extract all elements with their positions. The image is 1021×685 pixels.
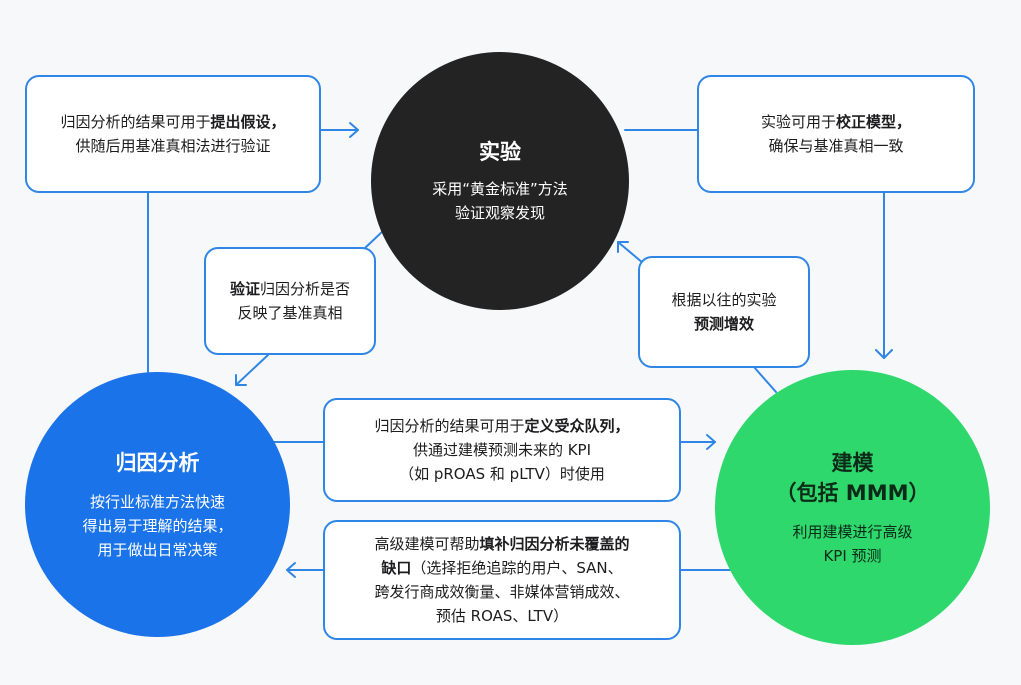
predict-box: 根据以往的实验 预测增效: [638, 256, 810, 368]
modeling-title-line-2: （包括 MMM）: [775, 480, 930, 505]
gap-text-bold-1: 填补归因分析未覆盖的: [479, 535, 630, 553]
experiment-desc-line-2: 验证观察发现: [454, 204, 545, 222]
verify-line-1: 验证归因分析是否: [230, 277, 350, 301]
gap-text-b: （选择拒绝追踪的用户、SAN、: [411, 559, 623, 577]
hypothesis-line-2: 供随后用基准真相法进行验证: [75, 137, 271, 155]
arrowhead-predict-to-experiment: [617, 241, 629, 253]
connector-predict-to-experiment: [617, 241, 644, 264]
hypothesis-text-bold: 提出假设，: [210, 113, 286, 131]
verify-line-2: 反映了基准真相: [237, 304, 343, 322]
calibrate-text-bold: 校正模型，: [836, 113, 912, 131]
experiment-title: 实验: [479, 140, 521, 164]
predict-line-1: 根据以往的实验: [671, 291, 777, 309]
attribution-desc-line-1: 按行业标准方法快速: [89, 492, 225, 511]
modeling-title-line-1: 建模: [831, 450, 874, 475]
gap-text-bold-2: 缺口: [381, 559, 412, 577]
gap-line-1: 高级建模可帮助填补归因分析未覆盖的: [374, 532, 629, 556]
attribution-node: 归因分析 按行业标准方法快速 得出易于理解的结果， 用于做出日常决策: [25, 372, 290, 637]
audience-line-1: 归因分析的结果可用于定义受众队列，: [374, 414, 629, 438]
gap-line-4: 预估 ROAS、LTV）: [435, 607, 569, 625]
gap-line-3: 跨发行商成效衡量、非媒体营销成效、: [374, 583, 630, 601]
experiment-node: 实验 采用“黄金标准”方法 验证观察发现: [371, 52, 629, 310]
arrowhead-calibrate-to-modeling: [875, 349, 893, 359]
arrowhead-hypothesis-to-experiment: [349, 122, 359, 138]
calibrate-line-1: 实验可用于校正模型，: [761, 110, 911, 134]
modeling-desc-line-1: 利用建模进行高级: [792, 522, 913, 541]
predict-line-2: 预测增效: [693, 315, 754, 333]
gap-line-2: 缺口（选择拒绝追踪的用户、SAN、: [381, 556, 622, 580]
audience-text-bold: 定义受众队列，: [524, 417, 630, 435]
verify-box: 验证归因分析是否 反映了基准真相: [204, 247, 376, 355]
arrowhead-audience-to-modeling: [706, 434, 716, 450]
audience-line-3: （如 pROAS 和 pLTV）时使用: [399, 465, 605, 483]
attribution-title: 归因分析: [115, 450, 200, 475]
experiment-desc-line-1: 采用“黄金标准”方法: [432, 180, 568, 198]
hypothesis-text-a: 归因分析的结果可用于: [60, 113, 211, 131]
gap-text-a: 高级建模可帮助: [374, 535, 480, 553]
arrowhead-gap-to-attribution: [286, 562, 296, 578]
hypothesis-box: 归因分析的结果可用于提出假设， 供随后用基准真相法进行验证: [25, 75, 321, 193]
attribution-desc-line-3: 用于做出日常决策: [97, 540, 218, 559]
connector-modeling-to-predict: [753, 366, 777, 393]
attribution-desc-line-2: 得出易于理解的结果，: [82, 516, 233, 535]
modeling-desc-line-2: KPI 预测: [823, 546, 882, 565]
audience-line-2: 供通过建模预测未来的 KPI: [412, 441, 592, 459]
calibrate-line-2: 确保与基准真相一致: [768, 137, 904, 155]
audience-box: 归因分析的结果可用于定义受众队列， 供通过建模预测未来的 KPI （如 pROA…: [323, 398, 681, 502]
modeling-node: 建模 （包括 MMM） 利用建模进行高级 KPI 预测: [715, 370, 990, 645]
audience-text-a: 归因分析的结果可用于: [374, 417, 525, 435]
gap-box: 高级建模可帮助填补归因分析未覆盖的 缺口（选择拒绝追踪的用户、SAN、 跨发行商…: [323, 520, 681, 640]
connector-verify-to-attribution: [235, 354, 269, 386]
hypothesis-line-1: 归因分析的结果可用于提出假设，: [60, 110, 285, 134]
calibrate-box: 实验可用于校正模型， 确保与基准真相一致: [697, 75, 975, 193]
arrowhead-verify-to-attribution: [235, 374, 247, 386]
verify-text-b: 归因分析是否: [260, 280, 351, 298]
calibrate-text-a: 实验可用于: [760, 113, 836, 131]
verify-text-bold: 验证: [229, 280, 260, 298]
